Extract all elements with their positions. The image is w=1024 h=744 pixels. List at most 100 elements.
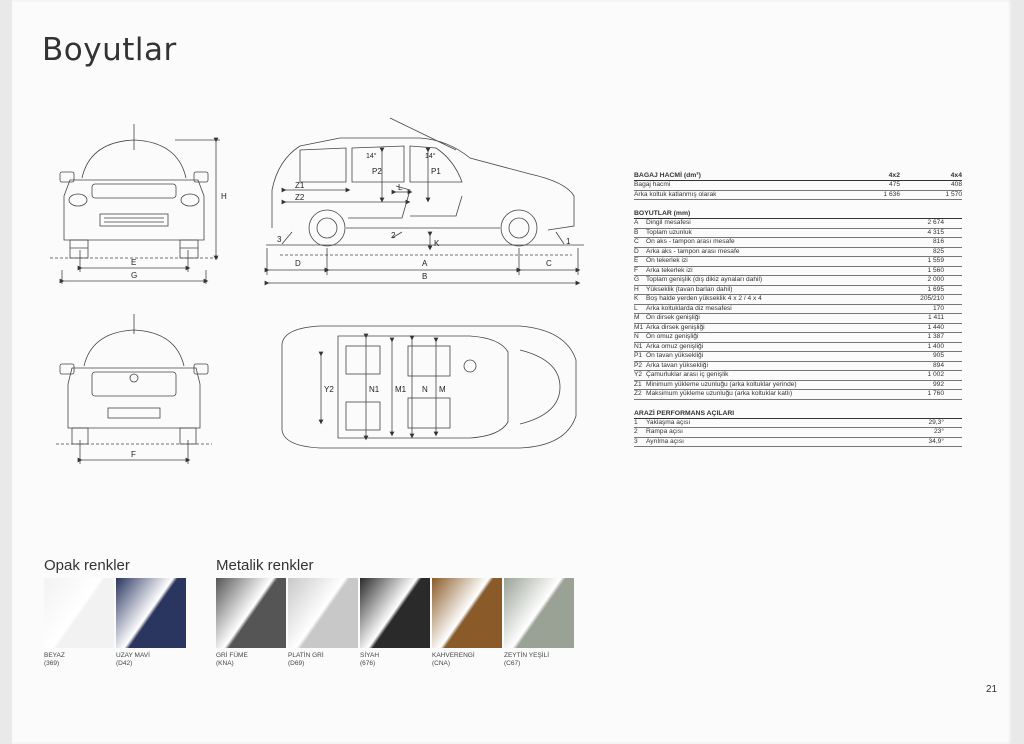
row-key: N [634,333,639,340]
color-swatch [44,578,114,648]
row-key: 3 [634,437,638,445]
row-value: 1 411 [927,314,944,321]
color-swatch [116,578,186,648]
row-label: Rampa açısı [646,428,684,435]
row-value: 1 002 [927,371,944,378]
rear-view-drawing [56,314,212,464]
color-name: BEYAZ [44,652,65,659]
dim-label-g: G [131,271,137,280]
row-value-4x2: 1 636 [883,190,900,198]
front-view-drawing [50,124,220,284]
color-name: UZAY MAVİ [116,652,150,659]
color-swatch-label: BEYAZ(369) [44,652,65,668]
row-key: C [634,238,639,245]
color-swatch [432,578,502,648]
row-key: G [634,276,640,283]
row-value: 2 000 [927,276,944,283]
row-key: M1 [634,323,644,331]
row-key: 1 [634,418,638,426]
dim-label-c: C [546,259,552,268]
row-value: 29,3° [928,418,944,426]
row-key: A [634,219,639,226]
row-key: P1 [634,352,643,359]
row-value: 1 695 [927,285,944,293]
row-value: 816 [932,238,944,245]
row-value-4x4: 408 [950,181,962,188]
col-4x2-header: 4x2 [888,172,900,179]
dim-label-n: N [422,385,428,394]
row-label: Arka tavan yüksekliği [646,361,708,369]
row-key: P2 [634,361,643,369]
table-row: G Toplam genişlik (dış dikiz aynaları dah… [634,276,962,286]
side-view-drawing [264,117,584,286]
row-label: Arka omuz genişliği [646,342,704,350]
row-label: Arka koltuklarda diz mesafesi [646,304,732,312]
row-label: Toplam genişlik (dış dikiz aynaları dahi… [646,276,763,283]
dim-label-z1: Z1 [295,181,305,190]
dim-label-deg-rear: 14° [366,152,377,160]
row-label: Ön omuz genişliği [646,333,699,340]
row-key: B [634,228,639,236]
color-code: (369) [44,660,60,667]
dim-label-m: M [439,385,446,394]
row-label: Arka tekerlek izi [646,266,693,274]
color-code: (D69) [288,660,305,667]
row-value: 894 [932,361,944,369]
row-label: Boş halde yerden yükseklik 4 x 2 / 4 x 4 [646,295,762,302]
row-label: Yükseklik (tavan barları dahil) [646,285,733,293]
color-swatch-label: GRİ FÜME(KNA) [216,652,248,668]
row-label: Arka aks - tampon arası mesafe [646,247,740,255]
row-label: Arka dirsek genişliği [646,323,705,331]
row-value: 4 315 [927,228,944,236]
row-label: Çamurluklar arası iç genişlik [646,371,729,378]
opaque-colors-title: Opak renkler [44,557,130,574]
row-key: Y2 [634,371,643,378]
dim-label-angle-3: 3 [277,235,282,244]
row-key: E [634,257,639,264]
row-label: Dingil mesafesi [646,219,691,226]
offroad-table-header: ARAZİ PERFORMANS AÇILARI [634,410,962,419]
row-value: 1 760 [927,390,944,397]
row-label: Maksimum yükleme uzunluğu (arka koltukla… [646,390,793,397]
col-4x4-header: 4x4 [950,172,962,179]
row-key: Z2 [634,390,642,397]
trunk-table-header: BAGAJ HACMİ (dm³) 4x2 4x4 [634,172,962,181]
dim-label-m1: M1 [395,385,407,394]
color-code: (KNA) [216,660,234,667]
color-swatch [360,578,430,648]
offroad-angles-table: ARAZİ PERFORMANS AÇILARI 1 Yaklaşma açısı… [634,410,962,447]
row-value: 1 400 [927,342,944,350]
row-value: 825 [932,247,944,255]
row-label: Ayrılma açısı [646,437,684,445]
row-label: Yaklaşma açısı [646,418,691,426]
table-row: 1 Yaklaşma açısı 29,3° [634,418,962,428]
color-name: SİYAH [360,652,380,659]
dim-label-e: E [131,258,136,267]
color-swatch-label: SİYAH(676) [360,652,379,668]
row-key: D [634,247,639,255]
row-key: H [634,285,639,293]
trunk-table-title: BAGAJ HACMİ (dm³) [634,172,701,179]
dimensions-table-title: BOYUTLAR (mm) [634,210,691,217]
color-code: (C67) [504,660,521,667]
table-row: D Arka aks - tampon arası mesafe 825 [634,247,962,257]
color-name: PLATİN GRİ [288,652,324,659]
dim-label-a: A [422,259,428,268]
row-label: Arka koltuk katlanmış olarak [634,190,717,198]
row-value: 205/210 [920,295,944,302]
top-view-drawing [281,325,577,449]
color-code: (CNA) [432,660,451,667]
page-number: 21 [986,684,998,695]
